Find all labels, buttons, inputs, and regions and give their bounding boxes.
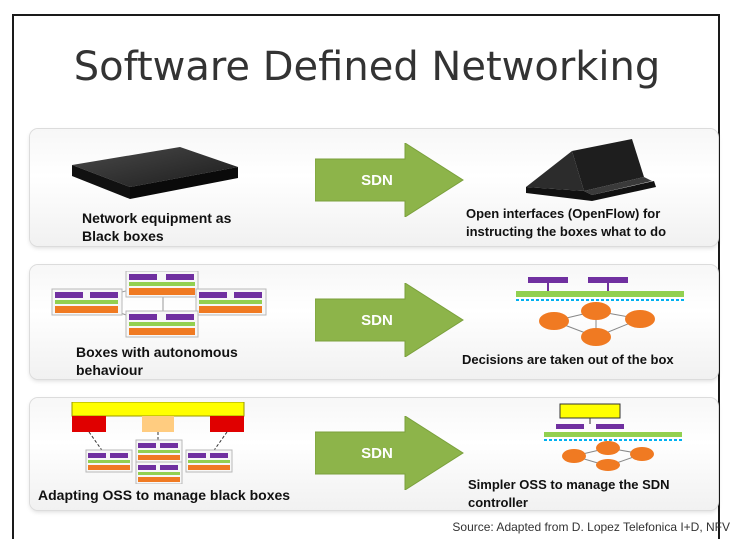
- row3-right-label: Simpler OSS to manage the SDN controller: [468, 477, 670, 510]
- row-panel-3: Adapting OSS to manage black boxes SDN S…: [30, 398, 718, 510]
- sdn-arrow-3: SDN: [315, 416, 464, 490]
- row1-right-label: Open interfaces (OpenFlow) for instructi…: [466, 206, 667, 239]
- row-panel-2: Boxes with autonomous behaviour SDN Deci…: [30, 265, 718, 379]
- sdn-arrow-label-3: SDN: [361, 445, 393, 462]
- open-box-device-icon: [526, 139, 656, 201]
- row2-right-label: Decisions are taken out of the box: [462, 352, 674, 367]
- oss-sdn-controller-network-icon: [544, 403, 682, 471]
- slide-title: Software Defined Networking: [73, 44, 661, 90]
- source-citation: Source: Adapted from D. Lopez Telefonica…: [452, 520, 730, 534]
- sdn-arrow-label-2: SDN: [361, 312, 393, 329]
- autonomous-boxes-diagram-icon: [51, 271, 267, 338]
- oss-managing-boxes-diagram-icon: [71, 402, 245, 484]
- sdn-arrow-label-1: SDN: [361, 172, 393, 189]
- row2-left-label: Boxes with autonomous behaviour: [76, 344, 238, 378]
- sdn-arrow-2: SDN: [315, 283, 464, 357]
- sdn-arrow-1: SDN: [315, 143, 464, 217]
- row1-left-label: Network equipment as Black boxes: [82, 210, 232, 244]
- row-panel-1: Network equipment as Black boxes SDN Ope…: [30, 129, 718, 246]
- slide-frame: [12, 14, 720, 539]
- sdn-controller-network-icon: [516, 277, 684, 346]
- black-box-device-icon: [72, 147, 238, 199]
- row3-left-label: Adapting OSS to manage black boxes: [38, 487, 291, 503]
